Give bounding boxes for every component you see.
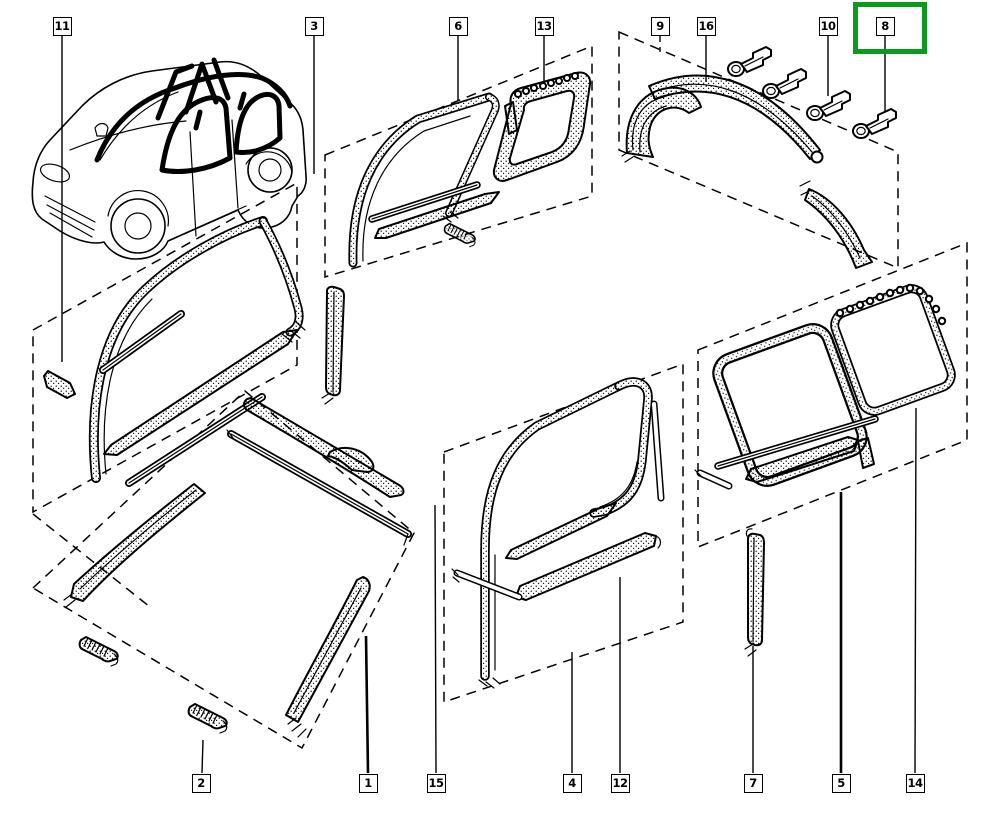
part-2-clip-b (187, 703, 228, 734)
leader-line-14 (914, 407, 917, 774)
group-box-front-door-frame (443, 362, 684, 704)
part-16-roof-drip-moulding (648, 74, 873, 269)
callout-16[interactable]: 16 (696, 16, 716, 36)
part-14-rear-quarter-glass-seal (830, 283, 956, 416)
part-9-roof-drip-front-section (621, 86, 702, 163)
callout-8[interactable]: 8 (875, 16, 895, 36)
group-box-rear-door-frame (697, 241, 968, 549)
leader-lines (61, 36, 917, 774)
callout-6[interactable]: 6 (448, 16, 468, 36)
callout-4[interactable]: 4 (562, 773, 582, 793)
leader-line-2 (201, 739, 204, 774)
clip-a (727, 46, 772, 77)
part-2-clip-a (78, 636, 119, 667)
callout-9[interactable]: 9 (650, 16, 670, 36)
part-8-clip (852, 108, 897, 139)
callout-2[interactable]: 2 (191, 773, 211, 793)
part-4-front-door-frame-seal (451, 377, 665, 689)
callout-1[interactable]: 1 (358, 773, 378, 793)
part-11-front-pillar-moulding-group (43, 216, 306, 487)
clip-b (762, 68, 807, 99)
callout-11[interactable]: 11 (52, 16, 72, 36)
leader-line-1 (364, 635, 370, 774)
part-1-windscreen-pillar-mouldings (63, 397, 412, 738)
highlight-box (853, 2, 927, 54)
group-box-front-door-outer (32, 181, 298, 608)
leader-line-15 (434, 504, 437, 774)
callout-12[interactable]: 12 (610, 773, 630, 793)
part-13-quarter-glass-seal (492, 71, 592, 182)
part-5-rear-door-frame-seal (694, 323, 879, 490)
callout-5[interactable]: 5 (831, 773, 851, 793)
callout-14[interactable]: 14 (905, 773, 925, 793)
callout-7[interactable]: 7 (743, 773, 763, 793)
callout-15[interactable]: 15 (426, 773, 446, 793)
part-6-front-door-glass-run (348, 92, 500, 268)
part-7-pillar-strip (744, 528, 765, 657)
car-illustration (31, 57, 307, 260)
callout-3[interactable]: 3 (304, 16, 324, 36)
callout-10[interactable]: 10 (818, 16, 838, 36)
part-15-pillar-strip (321, 285, 345, 405)
part-11-small-strip (43, 370, 76, 399)
group-box-front-door-glass-run (324, 44, 593, 279)
callout-13[interactable]: 13 (534, 16, 554, 36)
part-6-clip (443, 222, 476, 248)
